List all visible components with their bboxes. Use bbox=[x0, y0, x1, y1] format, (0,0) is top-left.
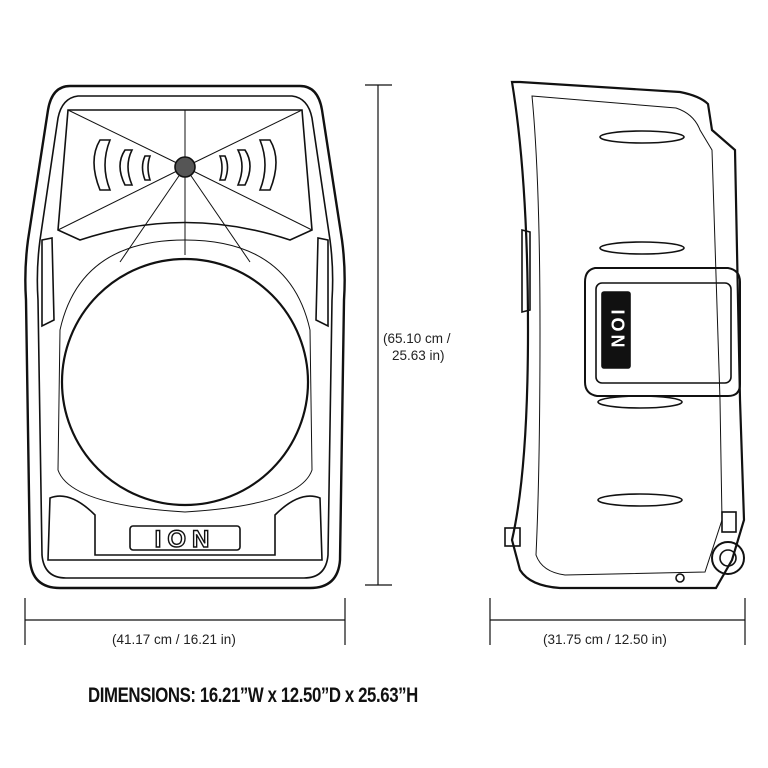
front-logo-plate bbox=[129, 525, 241, 551]
side-inner-line bbox=[531, 95, 723, 576]
woofer-cone bbox=[60, 257, 310, 507]
height-dimension-line bbox=[365, 84, 392, 586]
front-vents-right bbox=[218, 139, 277, 191]
front-outer-body bbox=[24, 84, 346, 590]
right-handle bbox=[315, 237, 329, 328]
woofer-surround bbox=[57, 239, 313, 513]
side-grooves bbox=[597, 130, 685, 507]
front-rays bbox=[57, 109, 313, 263]
side-logo-plate bbox=[601, 291, 631, 369]
side-logo: ION bbox=[607, 309, 627, 350]
dimensions-summary: DIMENSIONS: 16.21”W x 12.50”D x 25.63”H bbox=[88, 684, 418, 707]
side-handle-inner bbox=[595, 282, 732, 384]
left-handle bbox=[41, 237, 55, 328]
front-logo: ION bbox=[155, 526, 216, 553]
height-label-line1: (65.10 cm / bbox=[383, 331, 451, 346]
depth-dimension-line bbox=[489, 598, 746, 645]
front-inner-body bbox=[36, 95, 334, 579]
width-label: (41.17 cm / 16.21 in) bbox=[112, 632, 236, 647]
side-front-grille-edge bbox=[521, 228, 531, 314]
side-view-speaker: ION bbox=[504, 80, 746, 590]
tweeter bbox=[174, 156, 196, 178]
front-top-panel bbox=[57, 109, 313, 241]
side-handle-recess bbox=[584, 267, 741, 397]
width-dimension-line bbox=[24, 598, 346, 645]
side-front-foot bbox=[504, 527, 521, 547]
front-vents-left bbox=[93, 139, 152, 191]
front-base bbox=[47, 495, 323, 561]
side-foot bbox=[675, 573, 685, 583]
side-outer-body bbox=[510, 80, 746, 590]
front-view-speaker: ION bbox=[24, 84, 346, 590]
height-label-line2: 25.63 in) bbox=[392, 348, 445, 363]
depth-label: (31.75 cm / 12.50 in) bbox=[543, 632, 667, 647]
wheel bbox=[711, 511, 745, 575]
